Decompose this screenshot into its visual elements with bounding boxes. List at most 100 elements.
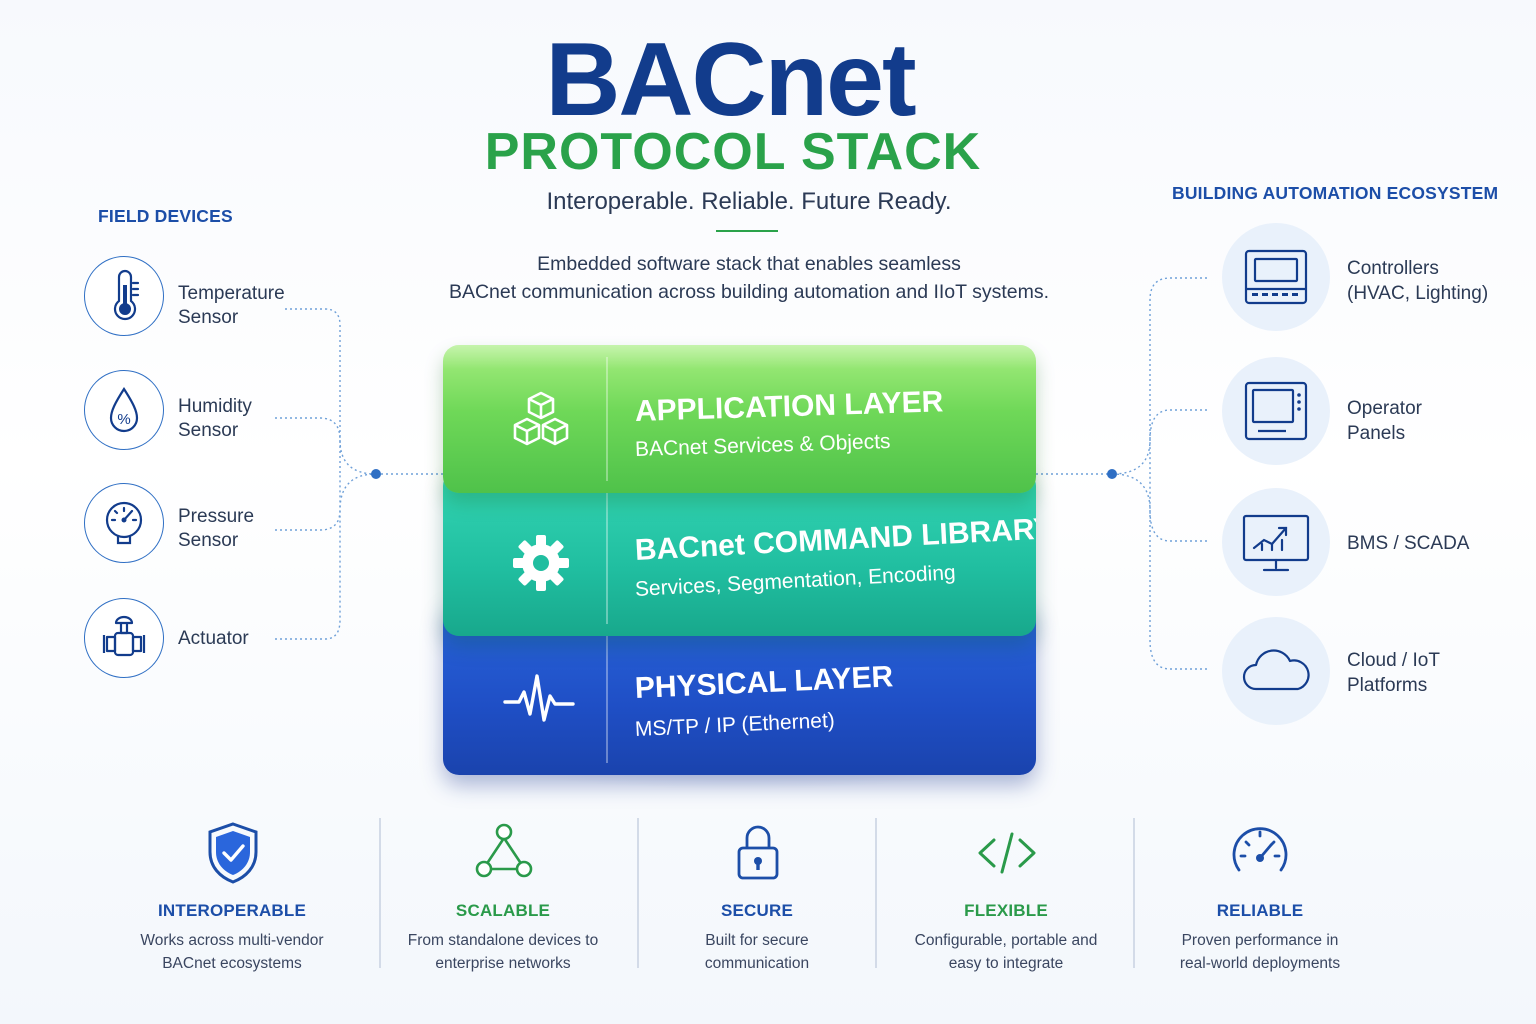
pressure-sensor-circle [84,483,164,563]
connector-bms [1149,474,1207,542]
layer-divider [606,612,608,763]
page-subtitle: PROTOCOL STACK [484,123,982,181]
page-title: BACnet [545,22,916,138]
connector-humidity [275,417,341,474]
device-label-line: Humidity [178,396,252,417]
device-label-temperature: Temperature Sensor [178,282,285,330]
layer-divider [606,357,608,481]
cloud-icon [1242,649,1310,691]
feature-secure: SECURE Built for secure communication [637,901,877,975]
controller-icon [1244,249,1308,305]
physical-layer-name: PHYSICAL LAYER [634,660,894,705]
ecosystem-heading: BUILDING AUTOMATION ECOSYSTEM [1172,183,1499,203]
device-label-line: Temperature [178,283,285,304]
device-label-line: Sensor [178,420,239,441]
pressure-gauge-icon [105,501,143,545]
operator-panels-circle [1222,357,1330,465]
code-brackets-icon [978,832,1036,874]
connector-actuator [275,473,377,640]
feature-desc: Configurable, portable and easy to integ… [886,929,1126,975]
signal-wave-icon [503,674,575,722]
valve-actuator-icon [102,615,146,657]
feature-divider [875,818,877,968]
controllers-circle [1222,223,1330,331]
speedometer-icon [1232,827,1288,872]
feature-desc-line: communication [704,955,810,972]
connector-cloud [1111,473,1207,670]
feature-desc: Built for secure communication [637,929,877,975]
feature-scalable: SCALABLE From standalone devices to ente… [383,901,623,975]
svg-text:%: % [117,411,130,428]
eco-label-line: Cloud / IoT [1347,650,1440,671]
layer-highlight [443,345,1036,369]
device-label-humidity: Humidity Sensor [178,395,252,443]
eco-label-operator-panels: Operator Panels [1347,396,1422,446]
layer-divider [606,482,608,624]
eco-label-line: Platforms [1347,675,1428,696]
network-nodes-icon [475,823,533,878]
connector-temperature [285,308,377,475]
field-devices-heading: FIELD DEVICES [98,206,233,226]
title-divider [716,230,778,232]
connector-node-right [1107,469,1117,479]
operator-panel-icon [1244,381,1308,441]
eco-label-line: BMS / SCADA [1347,533,1470,554]
humidity-drop-icon: % [109,386,139,433]
feature-desc-line: easy to integrate [948,955,1064,972]
command-library-layer: BACnet COMMAND LIBRARY Services, Segment… [443,470,1036,636]
feature-desc: From standalone devices to enterprise ne… [383,929,623,975]
application-layer-sub: BACnet Services & Objects [634,429,891,461]
humidity-sensor-circle: % [84,370,164,450]
device-label-line: Sensor [178,530,239,551]
feature-desc-line: Proven performance in [1181,932,1339,949]
cloud-circle [1222,617,1330,725]
connector-controllers [1111,277,1207,475]
description-line: BACnet communication across building aut… [448,281,1050,303]
device-label-actuator: Actuator [178,627,249,651]
command-library-name: BACnet COMMAND LIBRARY [634,512,1036,567]
eco-label-bms: BMS / SCADA [1347,531,1469,556]
description-line: Embedded software stack that enables sea… [537,253,961,275]
eco-label-line: (HVAC, Lighting) [1347,283,1489,304]
feature-divider [379,818,381,968]
padlock-icon [737,825,779,880]
feature-title: INTEROPERABLE [157,901,307,920]
feature-desc-line: Works across multi-vendor [140,932,324,949]
feature-title: FLEXIBLE [964,901,1048,920]
eco-label-cloud: Cloud / IoT Platforms [1347,648,1440,698]
connector-node-left [371,469,381,479]
application-layer: APPLICATION LAYER BACnet Services & Obje… [443,345,1036,493]
feature-desc-line: BACnet ecosystems [162,955,302,972]
feature-interoperable: INTEROPERABLE Works across multi-vendor … [112,901,352,975]
feature-divider [1133,818,1135,968]
feature-title: RELIABLE [1216,901,1304,920]
feature-title: SECURE [720,901,794,920]
tagline: Interoperable. Reliable. Future Ready. [546,188,952,215]
device-label-line: Actuator [178,628,249,649]
application-layer-name: APPLICATION LAYER [634,385,944,428]
feature-desc: Works across multi-vendor BACnet ecosyst… [112,929,352,975]
feature-desc-line: Configurable, portable and [914,932,1098,949]
eco-label-line: Panels [1347,423,1406,444]
thermometer-icon [113,269,140,321]
feature-desc-line: From standalone devices to [407,932,599,949]
actuator-circle [84,598,164,678]
temperature-sensor-circle [84,256,164,336]
device-label-line: Pressure [178,506,255,527]
feature-reliable: RELIABLE Proven performance in real-worl… [1140,901,1380,975]
feature-desc-line: enterprise networks [435,955,571,972]
description: Embedded software stack that enables sea… [420,250,1078,306]
gear-icon [513,535,569,591]
eco-label-line: Controllers [1347,258,1439,279]
connector-panels [1149,409,1207,474]
feature-flexible: FLEXIBLE Configurable, portable and easy… [886,901,1126,975]
feature-divider [637,818,639,968]
feature-desc: Proven performance in real-world deploym… [1140,929,1380,975]
monitor-chart-icon [1242,514,1310,572]
feature-desc-line: real-world deployments [1179,955,1341,972]
eco-label-line: Operator [1347,398,1422,419]
eco-label-controllers: Controllers (HVAC, Lighting) [1347,256,1488,306]
device-label-pressure: Pressure Sensor [178,505,254,553]
command-library-sub: Services, Segmentation, Encoding [634,561,957,601]
